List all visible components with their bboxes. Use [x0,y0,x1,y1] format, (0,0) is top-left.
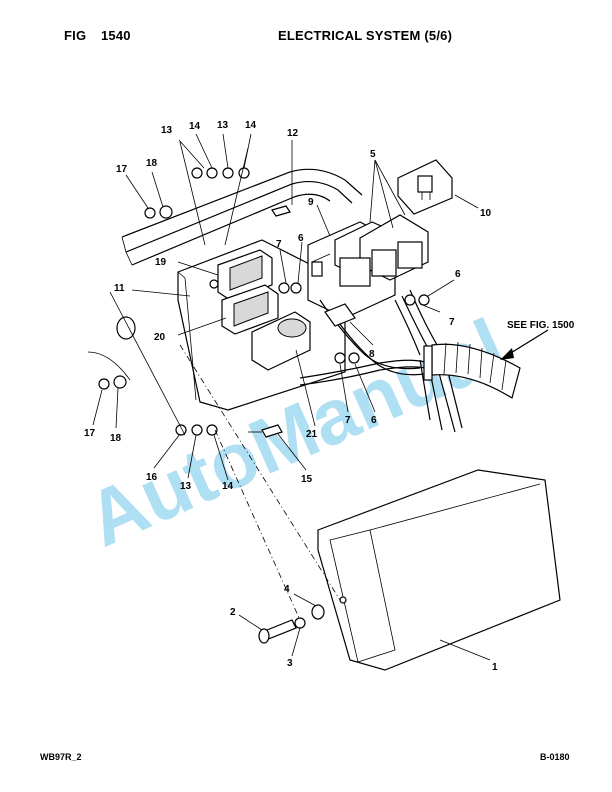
fuse-10 [397,159,453,215]
callout-17-left: 17 [84,428,96,439]
corrugated-conduit [423,341,521,399]
see-figure-reference: SEE FIG. 1500 [507,320,575,331]
callout-3: 3 [287,658,293,669]
callout-19: 19 [155,257,167,268]
hardware-left [87,291,283,438]
callout-1: 1 [492,662,498,673]
callout-7-right: 7 [449,317,455,328]
hardware-top [144,167,430,364]
leader-lines [92,133,491,661]
callout-13-top-2: 13 [217,120,229,131]
callout-7-lower: 7 [345,415,351,426]
page-title: ELECTRICAL SYSTEM (5/6) [278,28,453,43]
callout-6-right: 6 [455,269,461,280]
callout-6-upper: 6 [298,233,304,244]
figure-number: 1540 [101,28,131,43]
buzzer-21 [251,311,311,371]
callout-16: 16 [146,472,158,483]
figure-label: FIG [64,28,87,43]
callout-4: 4 [284,584,290,595]
screw-assembly [258,604,325,644]
footer-page-code: B-0180 [540,752,570,762]
callout-5: 5 [370,149,376,160]
callout-17-top: 17 [116,164,128,175]
callout-12: 12 [287,128,299,139]
callout-9: 9 [308,197,314,208]
callout-7-upper: 7 [276,239,282,250]
callout-21: 21 [306,429,318,440]
callout-14-top: 14 [189,121,201,132]
callout-20: 20 [154,332,166,343]
callout-14-bottom: 14 [222,481,234,492]
see-fig-arrow [500,329,549,360]
assembly-lines [179,344,341,621]
callout-2: 2 [230,607,236,618]
callout-numbers: 13 14 13 14 12 17 18 5 9 10 19 7 6 6 11 … [84,120,498,673]
callout-15: 15 [301,474,313,485]
callout-13-top: 13 [161,125,173,136]
relay-block [307,214,429,319]
cover-1 [317,469,561,671]
relay-20 [221,284,279,335]
callout-14-top-2: 14 [245,120,257,131]
callout-13-bottom: 13 [180,481,192,492]
callout-6-lower: 6 [371,415,377,426]
callout-8: 8 [369,349,375,360]
callout-11: 11 [114,283,125,294]
callout-18-left: 18 [110,433,122,444]
callout-10: 10 [480,208,492,219]
callout-18-top: 18 [146,158,158,169]
footer-document-code: WB97R_2 [40,752,82,762]
